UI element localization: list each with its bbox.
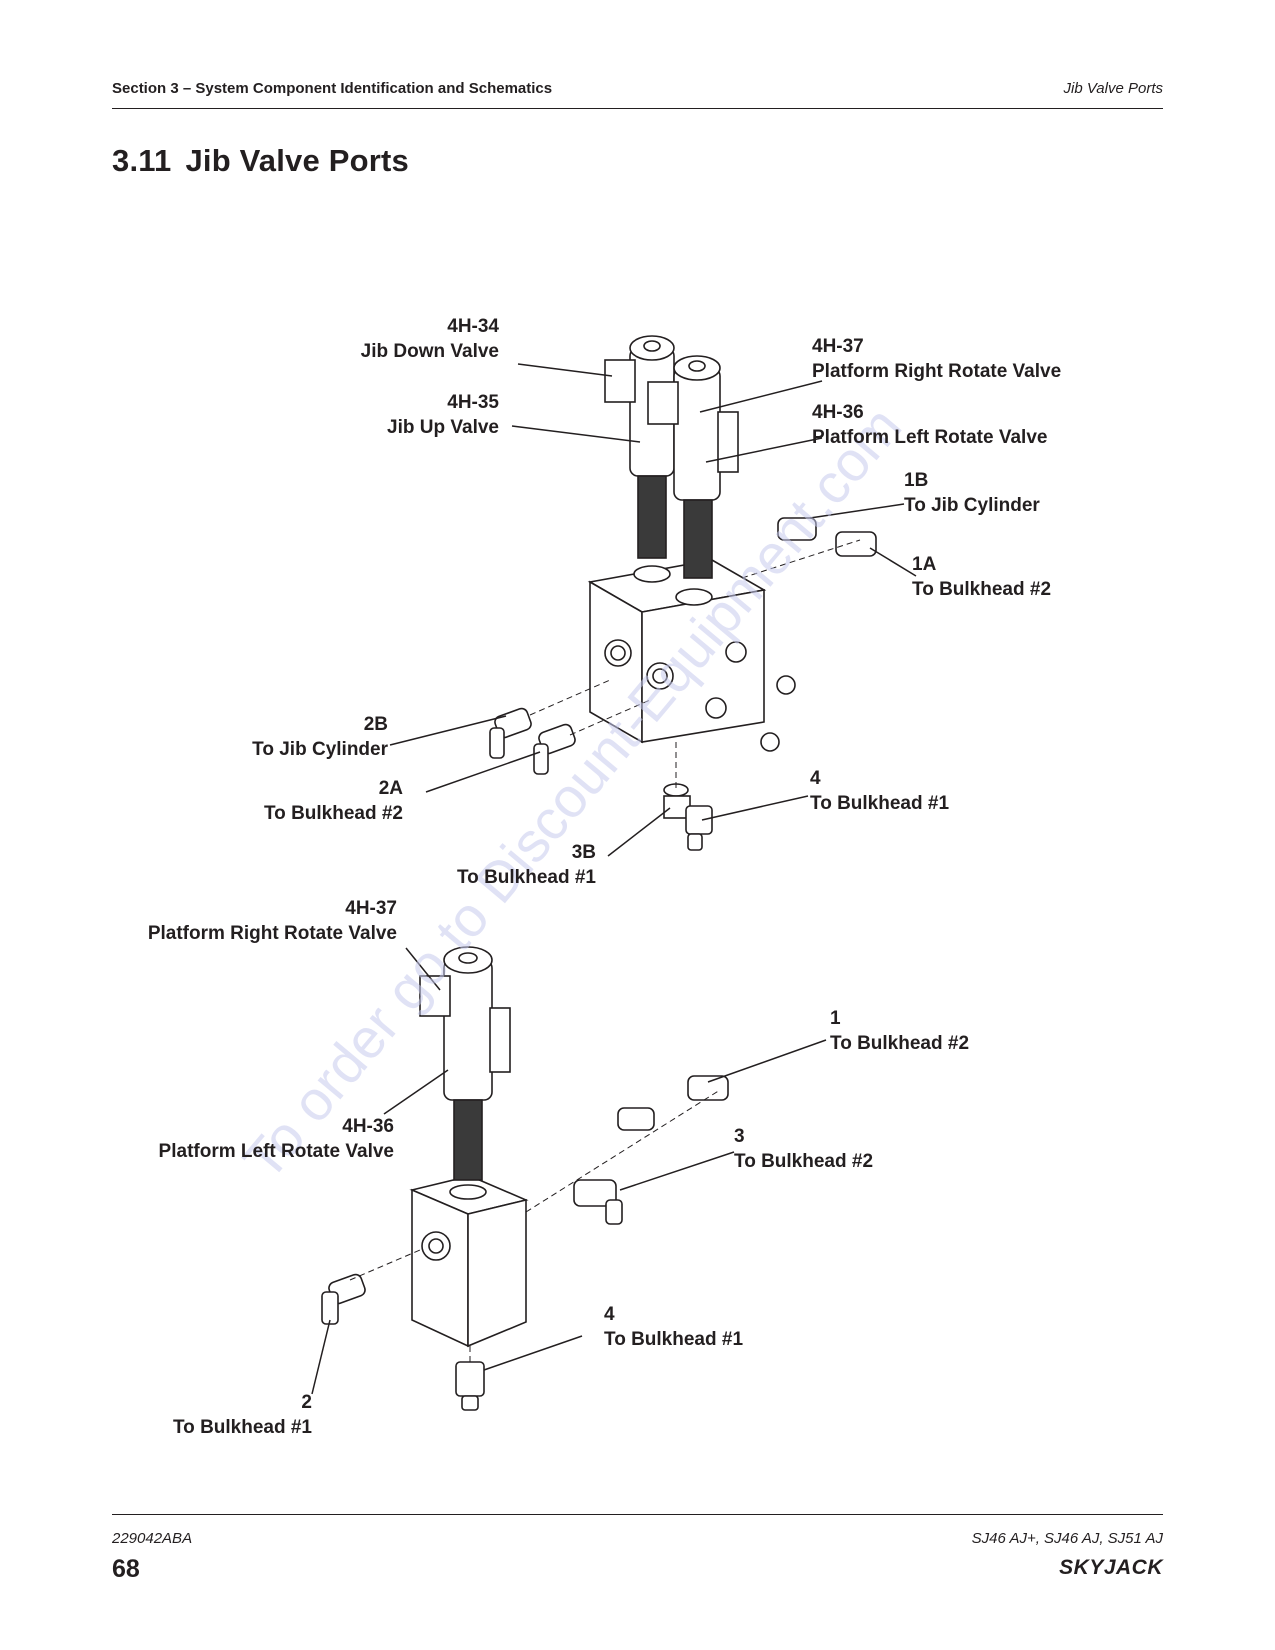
header-rule <box>112 108 1163 109</box>
jib-up-valve-drawing <box>647 355 739 579</box>
upper-fittings <box>489 517 877 851</box>
lower-fittings <box>321 1075 729 1411</box>
lower-manifold-block <box>409 1175 529 1348</box>
upper-manifold-block <box>587 559 767 744</box>
section-title: Jib Valve Ports <box>185 143 409 178</box>
page-title: 3.11 Jib Valve Ports <box>112 143 409 179</box>
platform-rotate-valve-drawing <box>419 946 511 1181</box>
leader-lines <box>311 363 917 1395</box>
section-number: 3.11 <box>112 143 172 178</box>
footer-rule <box>112 1514 1163 1515</box>
model-list: SJ46 AJ+, SJ46 AJ, SJ51 AJ <box>971 1530 1163 1547</box>
page-number: 68 <box>112 1555 140 1583</box>
skyjack-logo: SKYJACK <box>1059 1556 1163 1579</box>
document-number: 229042ABA <box>112 1530 193 1547</box>
explode-lines <box>349 539 861 1362</box>
section-header: Section 3 – System Component Identificat… <box>112 80 553 97</box>
topic-header: Jib Valve Ports <box>1063 80 1164 97</box>
jib-down-valve-drawing <box>604 335 675 559</box>
